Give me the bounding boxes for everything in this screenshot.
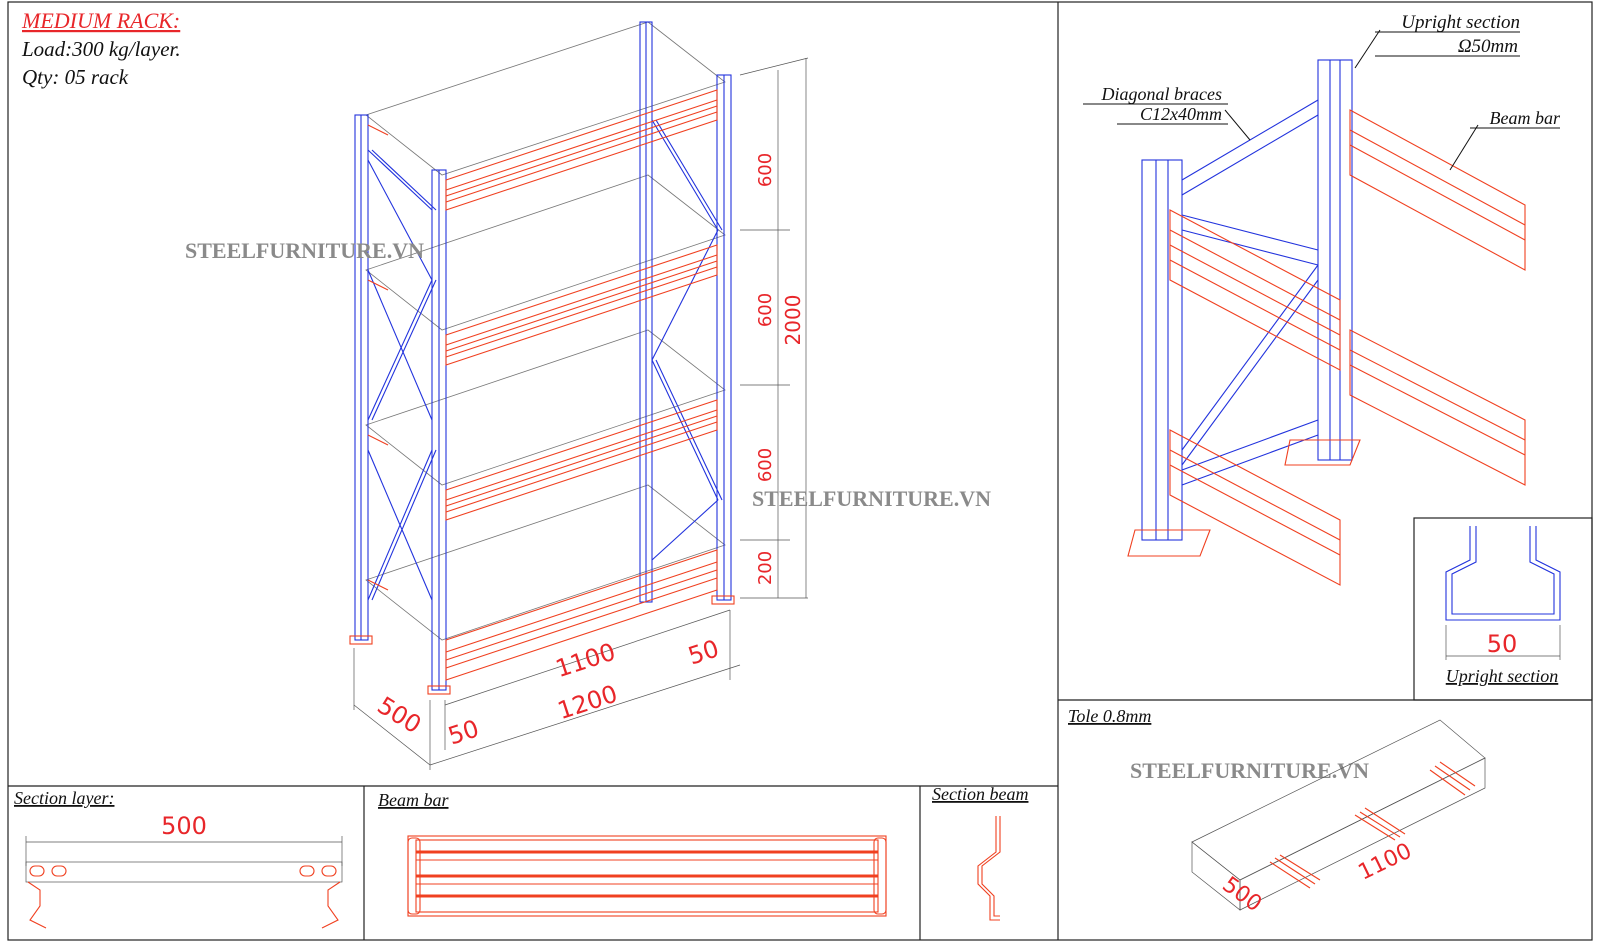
dim-height-2: 600 bbox=[755, 293, 776, 327]
watermark-1: STEELFURNITURE.VN bbox=[185, 238, 424, 263]
dim-offset-left: 50 bbox=[445, 714, 483, 750]
dim-depth: 500 bbox=[372, 691, 426, 739]
dim-height-4: 200 bbox=[755, 551, 776, 585]
upright-section-width: 50 bbox=[1487, 630, 1518, 658]
diagonal-braces-label: Diagonal braces bbox=[1101, 84, 1223, 104]
braces-size-label: C12x40mm bbox=[1140, 104, 1222, 124]
dim-offset-right: 50 bbox=[685, 634, 723, 670]
section-beam-label: Section beam bbox=[932, 784, 1028, 804]
rack-isometric bbox=[349, 21, 809, 770]
dim-inner-width: 1100 bbox=[552, 638, 619, 684]
section-layer-label: Section layer: bbox=[14, 788, 114, 808]
tole-width: 500 bbox=[1217, 872, 1266, 917]
dim-outer-width: 1200 bbox=[554, 680, 621, 726]
section-beam-drawing bbox=[977, 816, 1001, 921]
beam-bar-label: Beam bar bbox=[378, 790, 449, 810]
tole-length: 1100 bbox=[1355, 839, 1416, 886]
dim-height-3: 600 bbox=[755, 448, 776, 482]
watermark-2: STEELFURNITURE.VN bbox=[752, 486, 991, 511]
upright-section-drawing bbox=[1445, 526, 1561, 621]
section-layer-width: 500 bbox=[161, 812, 207, 840]
watermark-3: STEELFURNITURE.VN bbox=[1130, 758, 1369, 783]
upright-section-title: Upright section bbox=[1446, 666, 1559, 686]
dim-height-1: 600 bbox=[755, 153, 776, 187]
load-text: Load:300 kg/layer. bbox=[21, 37, 181, 61]
tole-panel-drawing bbox=[1191, 719, 1486, 911]
beam-bar-callout: Beam bar bbox=[1490, 108, 1561, 128]
section-layer-drawing bbox=[25, 836, 343, 929]
sheet-frames bbox=[7, 1, 1593, 941]
upright-section-label: Upright section bbox=[1401, 12, 1520, 33]
upright-size-label: Ω50mm bbox=[1458, 36, 1518, 57]
rack-title: MEDIUM RACK: bbox=[21, 8, 180, 33]
tole-label: Tole 0.8mm bbox=[1068, 706, 1151, 726]
dim-total-height: 2000 bbox=[781, 295, 805, 346]
qty-text: Qty: 05 rack bbox=[22, 65, 129, 89]
beam-bar-drawing bbox=[407, 835, 887, 917]
detail-view bbox=[1083, 29, 1560, 586]
